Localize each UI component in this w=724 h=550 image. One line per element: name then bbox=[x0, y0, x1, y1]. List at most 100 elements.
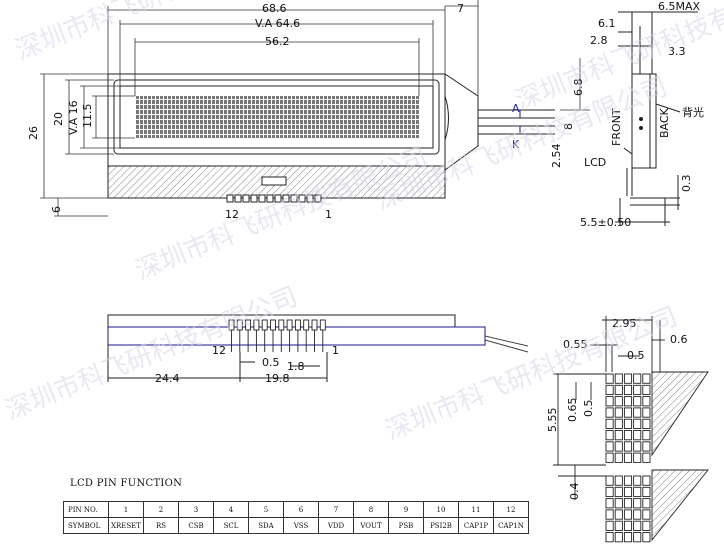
pin-number-cell: 2 bbox=[143, 501, 179, 518]
detail-dot bbox=[642, 407, 651, 418]
detail-dot bbox=[623, 430, 633, 441]
detail-dot bbox=[614, 532, 623, 543]
label-pin-12: 12 bbox=[225, 208, 239, 221]
dim-side-6-1: 6.1 bbox=[598, 17, 616, 30]
detail-grid-bottom bbox=[605, 475, 651, 543]
pin-symbol-cell: SDA bbox=[248, 517, 284, 534]
dot-matrix bbox=[135, 96, 419, 138]
detail-dot bbox=[623, 486, 633, 498]
detail-dot bbox=[633, 475, 642, 486]
pin-function-title: LCD PIN FUNCTION bbox=[70, 478, 183, 489]
dim-bottom-offset: 6 bbox=[50, 206, 63, 213]
dim-right-offset: 7 bbox=[457, 2, 464, 15]
pin-number-cell: 8 bbox=[353, 501, 389, 518]
detail-dot bbox=[605, 407, 614, 418]
dim-side-0-3: 0.3 bbox=[680, 175, 693, 193]
pin-number-cell: 7 bbox=[318, 501, 354, 518]
pin-pad bbox=[282, 194, 290, 203]
pin-symbol-cell: VDD bbox=[318, 517, 354, 534]
pin-number-cell: 11 bbox=[458, 501, 494, 518]
detail-dot bbox=[605, 430, 614, 441]
detail-dot bbox=[623, 396, 633, 407]
front-view bbox=[107, 73, 446, 203]
dim-char-gap: 0.6 bbox=[670, 333, 688, 346]
dim-dot-gap: 0.5 bbox=[627, 349, 645, 362]
glass-window bbox=[113, 79, 440, 155]
bottom-pin-top bbox=[311, 319, 318, 331]
detail-dot bbox=[623, 475, 633, 486]
pin-symbol-cell: RS bbox=[143, 517, 179, 534]
detail-dot bbox=[605, 452, 614, 463]
dim-char-width: 2.95 bbox=[612, 317, 637, 330]
label-backlight: 背光 bbox=[682, 105, 704, 119]
pin-pad bbox=[250, 194, 258, 203]
pin-symbol-cell: PSB bbox=[388, 517, 424, 534]
detail-dot bbox=[614, 441, 623, 452]
dim-overall-width: 68.6 bbox=[262, 2, 287, 15]
detail-dot bbox=[633, 430, 642, 441]
detail-dot bbox=[614, 520, 623, 531]
bottom-dimension-text: 24.4 0.5 1.8 19.8 12 1 bbox=[155, 344, 339, 385]
detail-dot bbox=[642, 532, 651, 543]
detail-dot bbox=[633, 407, 642, 418]
side-backlight bbox=[649, 73, 657, 169]
detail-dot bbox=[642, 384, 651, 396]
pin-pad bbox=[258, 194, 266, 203]
detail-dot bbox=[605, 418, 614, 429]
detail-dot bbox=[633, 441, 642, 452]
bottom-pin-top bbox=[319, 319, 326, 331]
detail-dot bbox=[605, 486, 614, 498]
dim-cable-pitch: 2.54 bbox=[550, 144, 563, 169]
fpc-cable bbox=[444, 73, 555, 171]
pin-symbol-cell: PSI2B bbox=[423, 517, 459, 534]
dim-side-2-8: 2.8 bbox=[590, 34, 608, 47]
side-view bbox=[615, 11, 698, 226]
dim-bottom-width: 19.8 bbox=[265, 372, 290, 385]
detail-dot bbox=[633, 486, 642, 498]
dim-aa-height: 11.5 bbox=[81, 104, 94, 129]
detail-dot bbox=[623, 509, 633, 520]
label-lcd: LCD bbox=[584, 156, 606, 169]
detail-dot bbox=[614, 373, 623, 384]
pin-pad bbox=[234, 194, 242, 203]
detail-dot bbox=[623, 441, 633, 452]
viewing-area bbox=[119, 85, 434, 149]
label-cathode: K bbox=[512, 138, 520, 151]
symbol-label: SYMBOL bbox=[63, 517, 109, 534]
bottom-pin-top bbox=[303, 319, 310, 331]
dim-va-height: V.A 16 bbox=[67, 100, 80, 135]
dim-bottom-left: 24.4 bbox=[155, 372, 180, 385]
dim-side-3-3: 3.3 bbox=[668, 45, 686, 58]
detail-dot bbox=[614, 430, 623, 441]
detail-dot bbox=[633, 384, 642, 396]
dim-cable-offset: 6.8 bbox=[572, 79, 585, 97]
detail-dot bbox=[623, 452, 633, 463]
dim-dot-gap-v: 0.5 bbox=[582, 400, 595, 418]
pin-number-cell: 1 bbox=[108, 501, 144, 518]
detail-dot bbox=[605, 441, 614, 452]
detail-dot bbox=[642, 430, 651, 441]
bottom-pin-top bbox=[294, 319, 301, 331]
detail-dot bbox=[614, 486, 623, 498]
detail-dot bbox=[633, 396, 642, 407]
front-dimension-text: 68.6 V.A 64.6 56.2 7 26 20 V.A 16 11.5 6… bbox=[27, 2, 585, 221]
detail-dot bbox=[642, 475, 651, 486]
label-back: BACK bbox=[658, 107, 671, 138]
pin-number-cell: 9 bbox=[388, 501, 424, 518]
detail-dot bbox=[605, 475, 614, 486]
dim-overall-height: 26 bbox=[27, 126, 40, 140]
detail-dot bbox=[633, 532, 642, 543]
dim-side-bottom: 5.5±0.50 bbox=[580, 216, 631, 229]
detail-dot bbox=[614, 475, 623, 486]
side-dimension-text: 6.5MAX 6.1 2.8 3.3 0.3 5.5±0.50 LCD FRON… bbox=[580, 0, 704, 229]
detail-dot bbox=[633, 520, 642, 531]
detail-dot bbox=[642, 452, 651, 463]
detail-dot bbox=[642, 441, 651, 452]
detail-dot bbox=[642, 498, 651, 509]
detail-dot bbox=[614, 418, 623, 429]
detail-dot bbox=[614, 509, 623, 520]
dim-va-width: V.A 64.6 bbox=[255, 17, 300, 30]
